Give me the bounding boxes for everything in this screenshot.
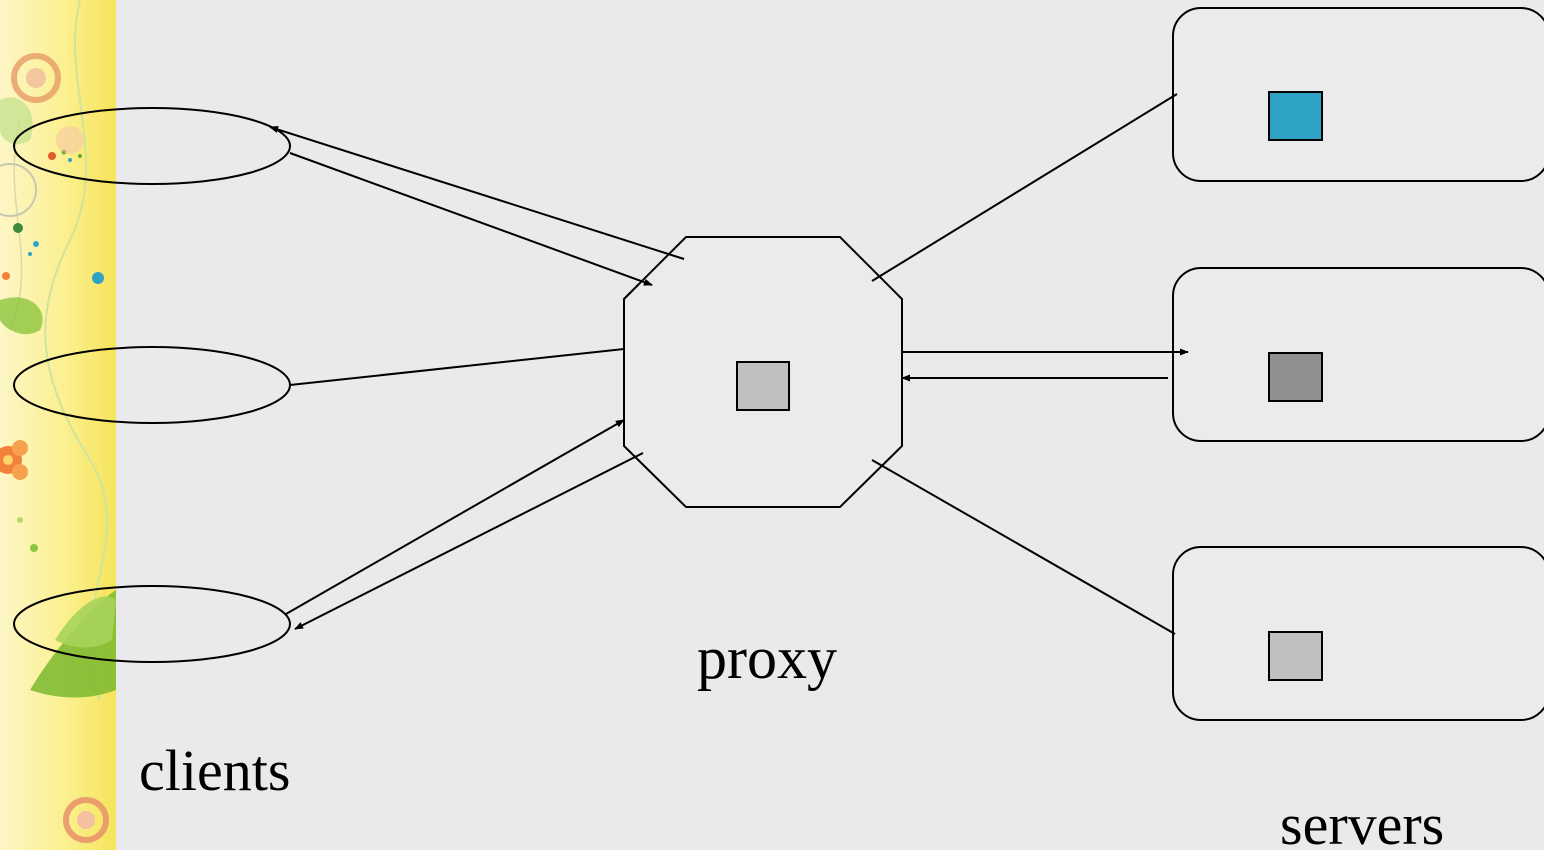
servers-label: servers bbox=[1280, 792, 1445, 850]
server-square-icon bbox=[1268, 352, 1323, 402]
connector-line bbox=[623, 284, 639, 300]
proxy-square-icon bbox=[736, 361, 790, 411]
request-arrow bbox=[289, 152, 653, 286]
client-node bbox=[13, 585, 291, 663]
request-arrow bbox=[285, 419, 625, 615]
proxy-label: proxy bbox=[697, 625, 837, 691]
response-arrow bbox=[294, 452, 644, 630]
server-node bbox=[1172, 7, 1544, 182]
connector-line bbox=[871, 93, 1178, 282]
client-node bbox=[13, 107, 291, 185]
server-square-icon bbox=[1268, 91, 1323, 141]
connector-line bbox=[289, 348, 625, 386]
response-arrow bbox=[269, 126, 685, 260]
clients-label: clients bbox=[139, 738, 291, 803]
connector-line bbox=[871, 459, 1176, 635]
server-square-icon bbox=[1268, 631, 1323, 681]
server-node bbox=[1172, 546, 1544, 721]
server-node bbox=[1172, 267, 1544, 442]
client-node bbox=[13, 346, 291, 424]
floral-decoration bbox=[0, 0, 116, 850]
